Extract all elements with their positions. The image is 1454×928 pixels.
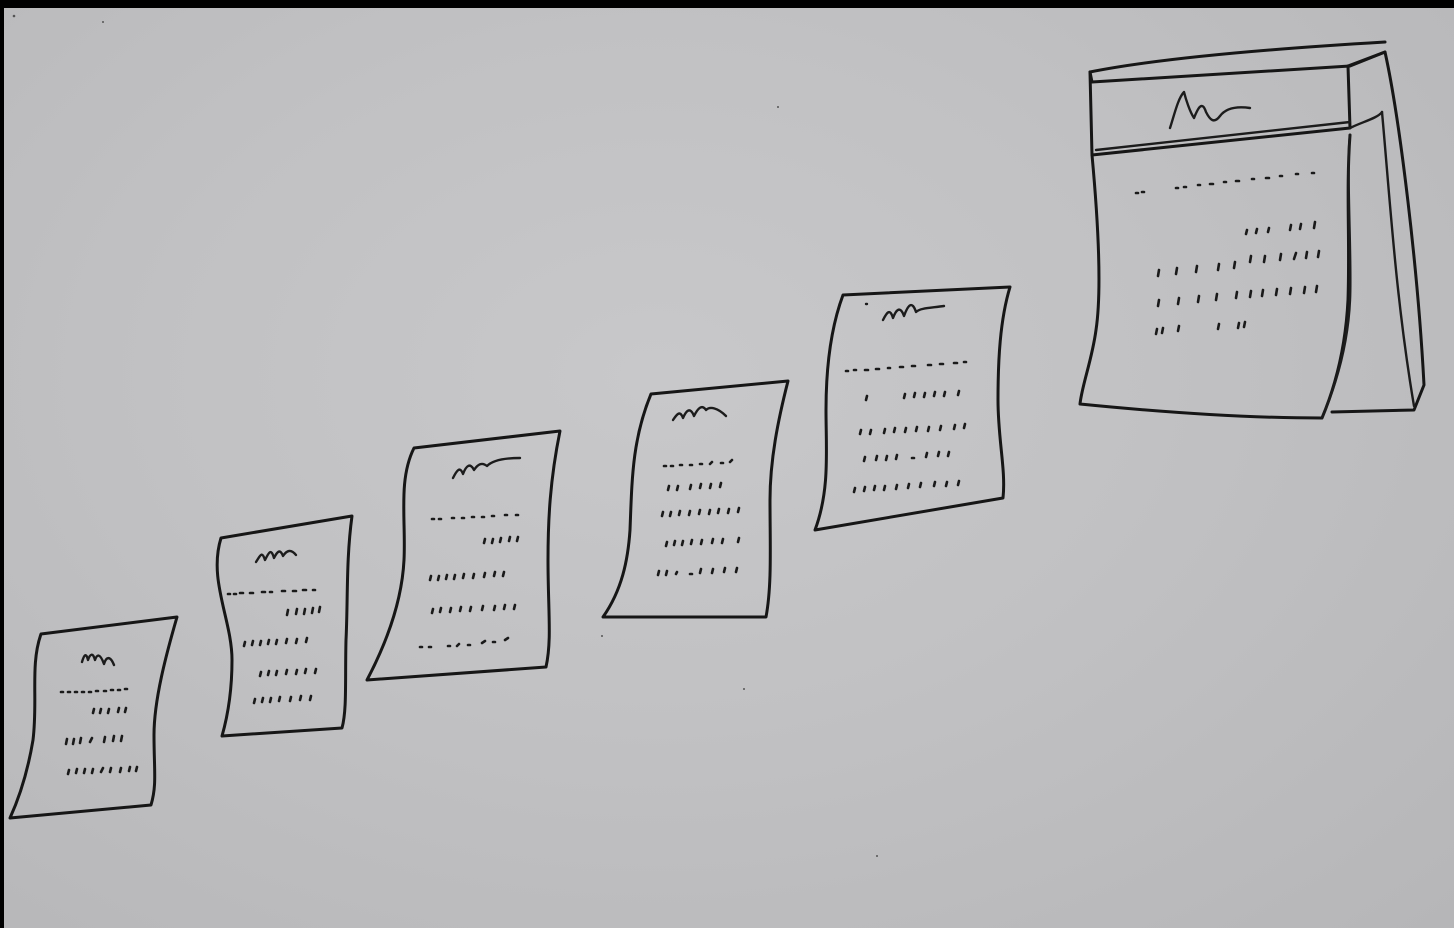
page-1-title-scribble — [82, 655, 114, 665]
book-cover-text-lines — [1136, 173, 1319, 334]
page-4-title-scribble — [673, 407, 726, 420]
document-page-1 — [10, 617, 177, 818]
book-front-cover — [1080, 135, 1350, 418]
page-5-text-lines — [846, 362, 966, 492]
page-4-text-lines — [658, 460, 739, 575]
book-cover-band-inner — [1096, 122, 1350, 150]
page-2-title-scribble — [256, 551, 296, 562]
page-3-text-lines — [420, 515, 518, 647]
document-page-3 — [367, 431, 560, 680]
page-2-text-lines — [228, 590, 320, 703]
document-page-2 — [217, 516, 352, 736]
paper-specks — [13, 15, 878, 857]
book-title-scribble — [1170, 92, 1250, 128]
page-5-title-scribble — [866, 304, 944, 320]
book-spine — [1332, 52, 1424, 412]
page-3-title-scribble — [453, 458, 520, 478]
book — [1080, 42, 1424, 418]
document-page-4 — [603, 381, 788, 617]
document-page-5 — [815, 287, 1010, 530]
page-1-text-lines — [61, 689, 137, 774]
